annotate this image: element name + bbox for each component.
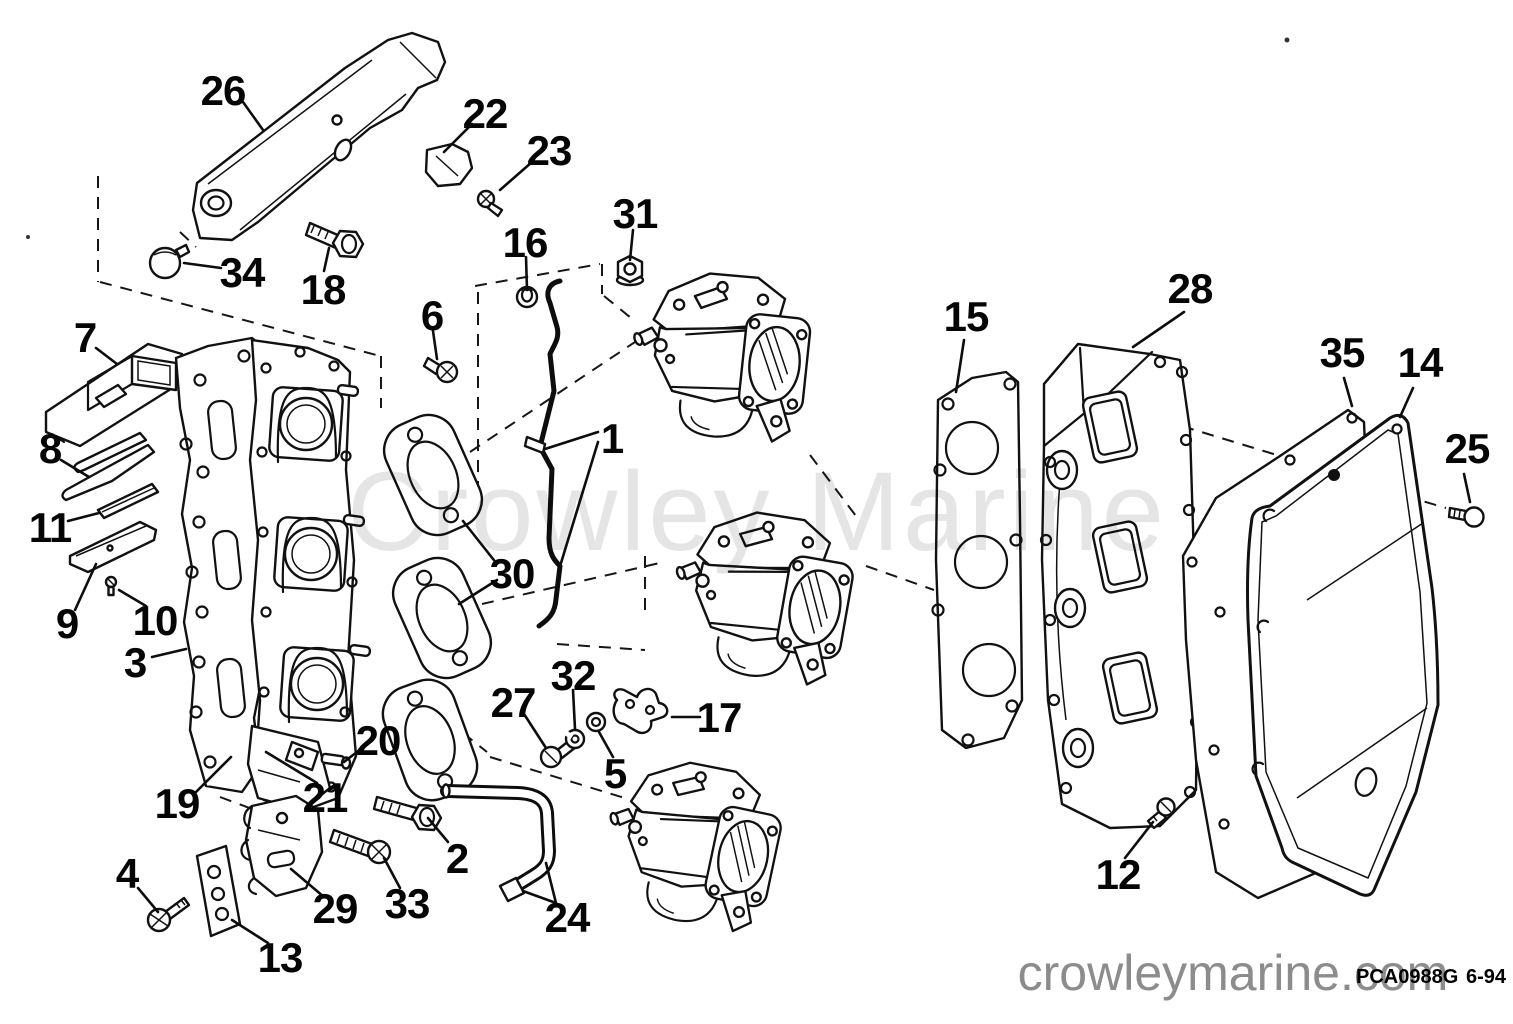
part-25-screw bbox=[1447, 506, 1485, 528]
callout-34: 34 bbox=[220, 249, 266, 296]
part-2-bolt bbox=[372, 795, 443, 832]
callout-4: 4 bbox=[116, 850, 140, 897]
callout-leader-lines bbox=[59, 100, 1472, 945]
callout-24: 24 bbox=[545, 894, 591, 941]
callout-13: 13 bbox=[258, 934, 303, 981]
callout-17: 17 bbox=[697, 694, 742, 741]
part-5-washer bbox=[585, 711, 607, 733]
watermark-text: Crowley Marine bbox=[347, 449, 1167, 574]
part-15-intake-gasket bbox=[931, 370, 1024, 750]
part-26-intake-cover-arm bbox=[191, 31, 447, 242]
scan-speck bbox=[26, 235, 30, 239]
callout-15: 15 bbox=[944, 293, 989, 340]
callout-11: 11 bbox=[29, 504, 72, 551]
part-22-clip bbox=[424, 142, 474, 188]
callout-27: 27 bbox=[491, 679, 536, 726]
callout-25: 25 bbox=[1445, 425, 1490, 472]
callout-5: 5 bbox=[604, 750, 627, 797]
callout-8: 8 bbox=[39, 425, 62, 472]
footer-doc-date: 6-94 bbox=[1466, 966, 1507, 988]
part-9-reed-plate bbox=[68, 520, 158, 574]
callout-23: 23 bbox=[527, 127, 572, 174]
callout-30: 30 bbox=[490, 550, 535, 597]
part-14-intake-cover bbox=[1246, 413, 1440, 897]
part-18-bolt bbox=[304, 221, 365, 259]
part-6-screw bbox=[422, 356, 459, 384]
callout-32: 32 bbox=[551, 652, 596, 699]
part-23-screw bbox=[476, 189, 504, 218]
part-8-reed-valves bbox=[61, 431, 156, 502]
callout-9: 9 bbox=[56, 600, 78, 647]
footer-site-text: crowleymarine.com bbox=[1018, 945, 1449, 1001]
part-17-link-bracket bbox=[612, 687, 669, 735]
callout-10: 10 bbox=[133, 597, 178, 644]
part-carburetor-top bbox=[629, 268, 817, 448]
part-29-bracket bbox=[240, 794, 324, 898]
part-10-reed-screw bbox=[104, 575, 118, 597]
callout-20: 20 bbox=[356, 717, 401, 764]
callout-12: 12 bbox=[1096, 851, 1141, 898]
callout-7: 7 bbox=[74, 314, 96, 361]
callout-31: 31 bbox=[613, 190, 658, 237]
part-32-retainer-clip bbox=[564, 728, 586, 750]
callout-33: 33 bbox=[385, 880, 430, 927]
part-28-intake-housing bbox=[1039, 342, 1203, 830]
callout-29: 29 bbox=[313, 885, 358, 932]
footer-doc-code: PCA0988G bbox=[1356, 966, 1458, 988]
callout-26: 26 bbox=[201, 67, 246, 114]
part-1-throttle-linkage-rod bbox=[523, 278, 563, 629]
scan-speck bbox=[1284, 37, 1290, 43]
callout-1: 1 bbox=[601, 415, 624, 462]
callout-3: 3 bbox=[124, 639, 146, 686]
callout-18: 18 bbox=[301, 266, 346, 313]
part-33-screw bbox=[328, 828, 392, 865]
part-7-air-silencer bbox=[44, 342, 184, 448]
callout-16: 16 bbox=[503, 219, 548, 266]
callout-14: 14 bbox=[1398, 339, 1444, 386]
callout-6: 6 bbox=[421, 292, 443, 339]
part-carburetor-bottom bbox=[600, 756, 788, 936]
part-19-intake-manifold bbox=[246, 338, 372, 814]
callout-21: 21 bbox=[303, 774, 348, 821]
part-4-bolt bbox=[146, 896, 191, 933]
callout-numbers: 26 22 23 34 18 16 31 6 7 8 11 9 10 3 1 3… bbox=[29, 67, 1491, 981]
callout-2: 2 bbox=[446, 835, 468, 882]
part-34-plug bbox=[148, 243, 191, 280]
callout-22: 22 bbox=[463, 90, 508, 137]
part-11-reed-stop bbox=[96, 482, 160, 520]
part-12-screw bbox=[1146, 797, 1176, 830]
part-24-fuel-hose bbox=[440, 783, 557, 903]
callout-35: 35 bbox=[1320, 329, 1365, 376]
callout-19: 19 bbox=[155, 780, 200, 827]
callout-28: 28 bbox=[1168, 265, 1213, 312]
footer: crowleymarine.com PCA0988G 6-94 bbox=[1018, 945, 1507, 1001]
